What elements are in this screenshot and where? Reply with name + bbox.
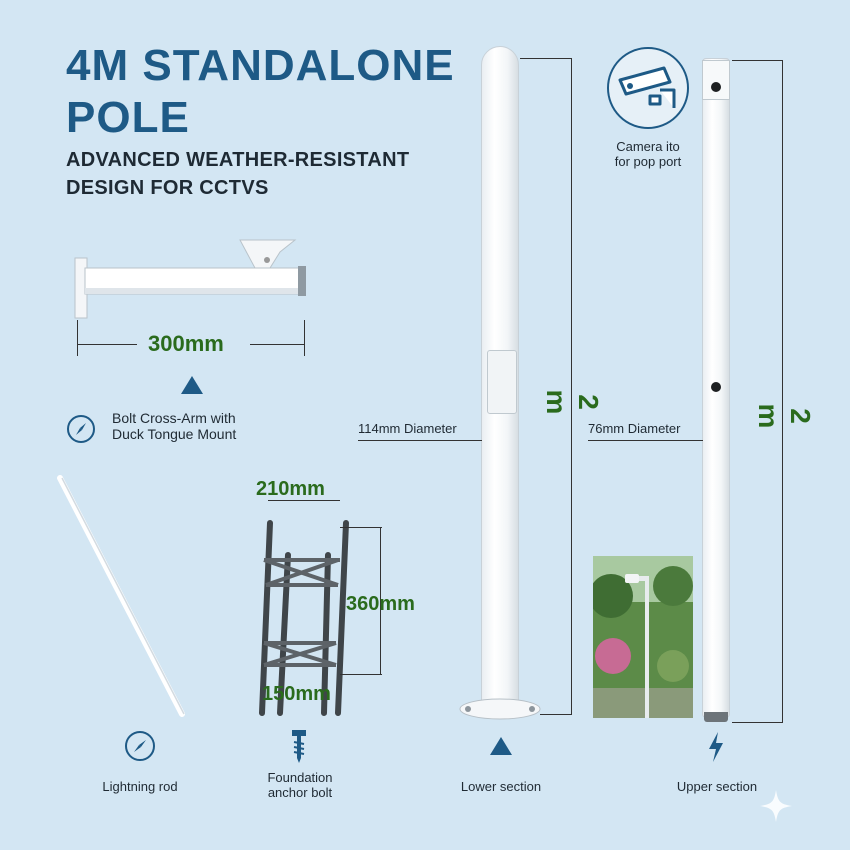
lower-section-label: Lower section [460, 779, 542, 794]
cross-arm-label: Bolt Cross-Arm with Duck Tongue Mount [112, 410, 272, 442]
compass-icon [125, 731, 155, 761]
upper-pole-camera-port [702, 60, 730, 100]
anchor-width-bottom: 150mm [262, 683, 331, 705]
cctv-camera-icon [607, 47, 689, 129]
upper-pole-diameter-line [588, 440, 703, 441]
compass-icon [67, 415, 95, 443]
cross-arm-label-line-2: Duck Tongue Mount [112, 426, 237, 442]
upper-pole-diameter: 76mm Diameter [588, 421, 681, 436]
upper-pole-height-tick-top [732, 60, 783, 61]
lower-pole-diameter: 114mm Diameter [358, 421, 457, 436]
anchor-height: 360mm [346, 593, 415, 615]
lower-pole-height: 2 m [541, 389, 604, 415]
installation-photo [593, 556, 693, 718]
upper-pole-height-tick-bottom [732, 722, 783, 723]
cross-arm-dim-line-left [77, 344, 137, 345]
page-subtitle: ADVANCED WEATHER-RESISTANT DESIGN FOR CC… [66, 146, 409, 202]
sparkle-icon [760, 790, 792, 822]
anchor-cage-illustration [259, 520, 349, 716]
anchor-width-top: 210mm [256, 478, 325, 500]
lower-pole-height-tick-top [520, 58, 572, 59]
upper-pole-cable-hole [711, 382, 721, 392]
anchor-bolt-label: Foundation anchor bolt [250, 770, 350, 800]
triangle-up-icon [490, 737, 512, 755]
lightning-rod-label: Lightning rod [102, 779, 178, 794]
subtitle-line-2: DESIGN FOR CCTVS [66, 177, 269, 199]
title-line-2: POLE [66, 93, 190, 142]
title-line-1: 4M STANDALONE [66, 41, 455, 90]
camera-port-hole [711, 82, 721, 92]
subtitle-line-1: ADVANCED WEATHER-RESISTANT [66, 149, 410, 171]
anchor-height-tick-bottom [340, 674, 382, 675]
cross-arm-dimension: 300mm [148, 331, 224, 356]
anchor-bolt-label-line-1: Foundation [267, 770, 333, 785]
upper-pole-height-line [782, 60, 783, 722]
lightning-rod-illustration [57, 475, 185, 717]
cross-arm-dim-tick-right [304, 320, 305, 356]
cross-arm-label-line-1: Bolt Cross-Arm with [112, 410, 236, 426]
upper-pole-end-cap [704, 712, 728, 722]
lower-pole-access-hatch [487, 350, 517, 414]
upper-section-label: Upper section [676, 779, 758, 794]
lower-pole-base-plate [459, 698, 541, 720]
camera-label-line-1: Camera ito [616, 139, 680, 154]
anchor-bolt-icon [292, 730, 306, 763]
camera-label: Camera ito for pop port [596, 139, 700, 169]
anchor-height-line [380, 528, 381, 674]
lower-pole-height-tick-bottom [540, 714, 572, 715]
anchor-height-tick-top [340, 527, 382, 528]
page-title: 4M STANDALONE POLE [66, 40, 455, 144]
upper-pole-height: 2 m [753, 403, 816, 429]
anchor-bolt-label-line-2: anchor bolt [267, 785, 333, 800]
cross-arm-dim-tick-left [77, 320, 78, 356]
lightning-bolt-icon [709, 732, 723, 762]
lower-pole-height-line [571, 58, 572, 714]
triangle-up-icon [181, 376, 203, 394]
cross-arm-dim-line-right [250, 344, 305, 345]
lower-pole-diameter-line [358, 440, 482, 441]
cross-arm-illustration [74, 239, 306, 319]
camera-label-line-2: for pop port [614, 154, 682, 169]
anchor-top-dim-line [268, 500, 340, 501]
